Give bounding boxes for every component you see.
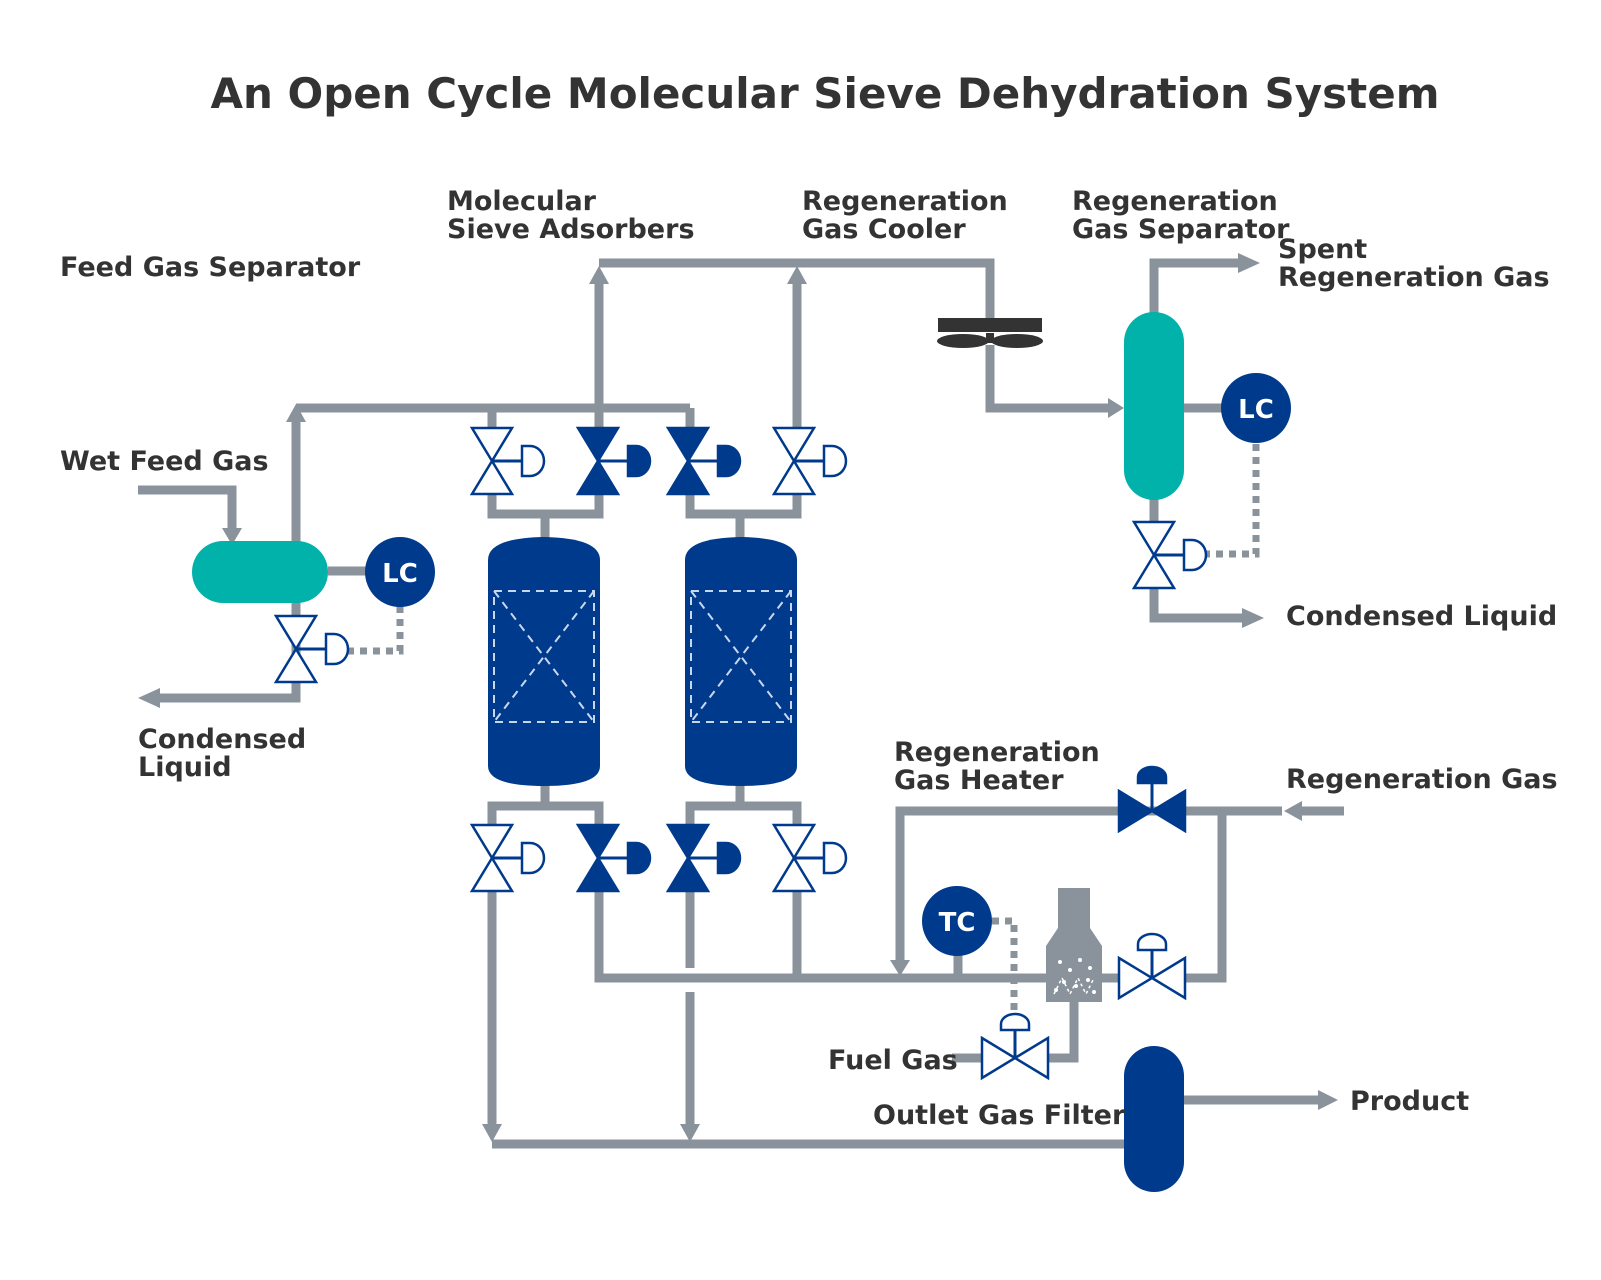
valve-top-4 — [772, 426, 848, 496]
fuel-gas-valve — [980, 1012, 1050, 1080]
feed-level-valve — [274, 614, 350, 684]
label-regen-separator-2: Gas Separator — [1072, 214, 1290, 245]
label-spent-regen-1: Spent — [1278, 234, 1367, 265]
arrow-feed-up — [286, 404, 306, 422]
arrow-product-right — [1318, 1090, 1338, 1110]
regen-level-valve — [1132, 520, 1208, 590]
valve-bottom-2 — [576, 823, 652, 893]
label-regeneration-gas: Regeneration Gas — [1286, 764, 1558, 795]
arrow-wet-feed-down — [222, 528, 242, 545]
regeneration-gas-cooler — [937, 318, 1043, 348]
feed-level-controller — [365, 537, 435, 607]
heater-inlet-valve — [1117, 932, 1187, 1000]
label-regen-separator-1: Regeneration — [1072, 186, 1278, 217]
valve-bottom-1 — [470, 823, 546, 893]
regen-lc-label: LC — [1238, 395, 1274, 425]
arrow-left-down — [482, 1124, 502, 1142]
label-condensed-liquid-right: Condensed Liquid — [1286, 601, 1557, 632]
feed-lc-label: LC — [382, 559, 418, 589]
label-molecular-sieve-1: Molecular — [447, 186, 597, 217]
diagram-title: An Open Cycle Molecular Sieve Dehydratio… — [211, 69, 1440, 118]
arrow-condensed-right — [1242, 608, 1264, 628]
valve-top-2 — [576, 426, 652, 496]
regen-level-controller — [1221, 373, 1291, 443]
label-molecular-sieve-2: Sieve Adsorbers — [447, 214, 695, 245]
adsorber-right — [685, 537, 797, 786]
regeneration-gas-heater — [1046, 888, 1102, 1002]
arrow-condensed-left — [138, 688, 160, 708]
feed-gas-separator — [192, 541, 328, 603]
regeneration-gas-separator — [1124, 312, 1184, 500]
label-condensed-liquid-left-1: Condensed — [138, 724, 306, 755]
label-product: Product — [1350, 1086, 1469, 1117]
adsorber-left — [488, 537, 600, 786]
valve-top-3 — [666, 426, 742, 496]
label-outlet-gas-filter: Outlet Gas Filter — [873, 1100, 1126, 1131]
label-regen-heater-2: Gas Heater — [894, 765, 1064, 796]
signal-lines — [342, 444, 1260, 1022]
arrow-regen-riser-left — [589, 266, 609, 284]
outlet-gas-filter — [1124, 1046, 1184, 1192]
label-regen-cooler-1: Regeneration — [802, 186, 1008, 217]
label-wet-feed-gas: Wet Feed Gas — [60, 446, 269, 477]
label-fuel-gas: Fuel Gas — [828, 1045, 958, 1076]
arrow-regen-gas-left — [1284, 801, 1302, 821]
arrow-spent-gas-right — [1238, 253, 1260, 273]
label-condensed-liquid-left-2: Liquid — [138, 752, 232, 783]
heater-tc-label: TC — [939, 908, 976, 938]
label-regen-heater-1: Regeneration — [894, 737, 1100, 768]
label-spent-regen-2: Regeneration Gas — [1278, 262, 1550, 293]
valve-bottom-4 — [772, 823, 848, 893]
valve-top-1 — [470, 426, 546, 496]
flow-arrows — [138, 253, 1344, 1142]
piping — [138, 258, 1318, 1149]
arrow-into-regen-separator — [1108, 398, 1124, 418]
heater-bypass-valve — [1117, 765, 1187, 833]
arrow-heater-down — [890, 960, 910, 976]
label-feed-gas-separator: Feed Gas Separator — [60, 252, 361, 283]
heater-temperature-controller — [922, 886, 992, 956]
label-regen-cooler-2: Gas Cooler — [802, 214, 966, 245]
arrow-regen-riser-right — [787, 266, 807, 284]
arrow-mid-down — [680, 1124, 700, 1142]
valve-bottom-3 — [666, 823, 742, 893]
